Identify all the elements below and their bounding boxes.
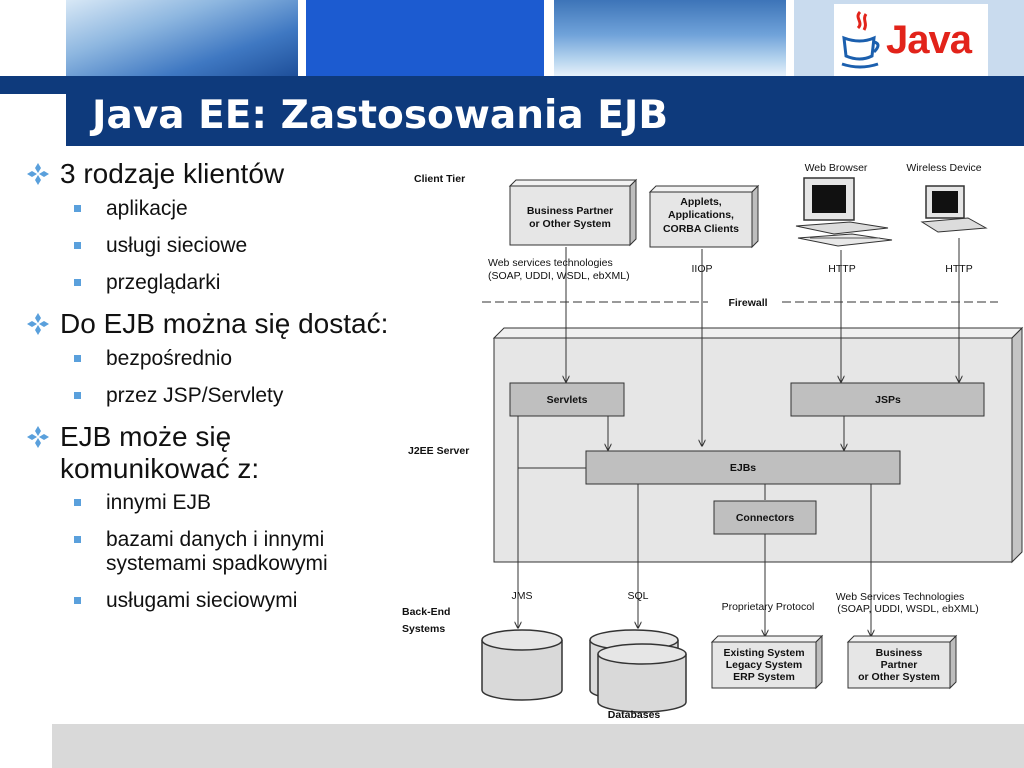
sub-bullet: bezpośrednio bbox=[74, 347, 396, 371]
backend-tier-label-2: Systems bbox=[402, 623, 445, 635]
http-label-browser: HTTP bbox=[828, 263, 855, 275]
existing-label-3: ERP System bbox=[733, 671, 795, 683]
sub-bullet-text: bezpośrednio bbox=[106, 347, 233, 370]
web-browser-label: Web Browser bbox=[805, 162, 868, 174]
diamond-bullet-icon bbox=[26, 421, 60, 454]
ws-backend-label-2: (SOAP, UDDI, WSDL, ebXML) bbox=[837, 603, 979, 615]
square-bullet-icon bbox=[74, 279, 81, 286]
diamond-bullet-icon bbox=[26, 308, 60, 341]
existing-system-box: Existing System Legacy System ERP System bbox=[710, 634, 824, 690]
sub-list: innymi EJB bazami danych i innymi system… bbox=[74, 491, 396, 613]
sub-bullet-text: bazami danych i innymi systemami spadkow… bbox=[106, 528, 328, 575]
ws-label-1: Web services technologies bbox=[488, 257, 613, 269]
ws-label-2: (SOAP, UDDI, WSDL, ebXML) bbox=[488, 270, 630, 282]
sub-bullet-text: usługami sieciowymi bbox=[106, 589, 298, 612]
square-bullet-icon bbox=[74, 499, 81, 506]
computer-monitor-icon bbox=[795, 177, 893, 247]
bullet-level1: 3 rodzaje klientów bbox=[26, 158, 396, 191]
bp-label-1: Business bbox=[876, 647, 923, 659]
java-logo: Java bbox=[834, 4, 988, 76]
sub-list: bezpośrednio przez JSP/Servlety bbox=[74, 347, 396, 408]
firewall-line: Firewall bbox=[482, 297, 998, 309]
databases-label: Databases bbox=[608, 709, 661, 721]
ejbs-label: EJBs bbox=[730, 462, 756, 474]
bullet-text: EJB może się komunikować z: bbox=[60, 421, 260, 484]
partner-label-2: or Other System bbox=[529, 218, 611, 230]
business-partner-backend-box: Business Partner or Other System bbox=[846, 634, 958, 690]
jsps-box: JSPs bbox=[790, 382, 985, 417]
sub-bullet: aplikacje bbox=[74, 197, 396, 221]
square-bullet-icon bbox=[74, 597, 81, 604]
bullet-level1: EJB może się komunikować z: bbox=[26, 421, 396, 485]
jsps-label: JSPs bbox=[875, 394, 901, 406]
slide-title: Java EE: Zastosowania EJB bbox=[92, 93, 669, 138]
bullet-level1: Do EJB można się dostać: bbox=[26, 308, 396, 341]
sub-bullet: usługami sieciowymi bbox=[74, 589, 396, 613]
square-bullet-icon bbox=[74, 205, 81, 212]
proprietary-protocol-label: Proprietary Protocol bbox=[722, 601, 815, 613]
header-image-3 bbox=[554, 0, 786, 76]
footer-band bbox=[52, 724, 1024, 768]
client-tier-label: Client Tier bbox=[414, 173, 465, 185]
applets-label-2: Applications, bbox=[668, 209, 734, 221]
title-bar: Java EE: Zastosowania EJB bbox=[66, 76, 1024, 146]
sub-bullet: usługi sieciowe bbox=[74, 234, 396, 258]
architecture-diagram: Client Tier J2EE Server Back-End Systems… bbox=[402, 162, 1024, 721]
sub-bullet-text: usługi sieciowe bbox=[106, 234, 248, 257]
backend-tier-label-1: Back-End bbox=[402, 606, 450, 618]
sub-list: aplikacje usługi sieciowe przeglądarki bbox=[74, 197, 396, 295]
square-bullet-icon bbox=[74, 392, 81, 399]
sql-label: SQL bbox=[627, 590, 648, 602]
firewall-label: Firewall bbox=[728, 297, 767, 309]
servlets-box: Servlets bbox=[509, 382, 625, 417]
title-bar-tab bbox=[0, 76, 66, 94]
header-margin bbox=[0, 0, 66, 76]
applets-label-1: Applets, bbox=[680, 196, 722, 208]
database-icon bbox=[481, 629, 563, 701]
sub-bullet: innymi EJB bbox=[74, 491, 396, 515]
diamond-bullet-icon bbox=[26, 158, 60, 191]
sub-bullet-text: aplikacje bbox=[106, 197, 188, 220]
sub-bullet: przez JSP/Servlety bbox=[74, 384, 396, 408]
bullet-text: Do EJB można się dostać: bbox=[60, 308, 389, 339]
wireless-device-label: Wireless Device bbox=[906, 162, 981, 174]
sub-bullet: bazami danych i innymi systemami spadkow… bbox=[74, 528, 396, 576]
existing-label-1: Existing System bbox=[723, 647, 804, 659]
header-image-2 bbox=[306, 0, 544, 76]
header-image-1 bbox=[66, 0, 298, 76]
connectors-label: Connectors bbox=[736, 512, 795, 524]
servlets-label: Servlets bbox=[547, 394, 588, 406]
ws-backend-label-1: Web Services Technologies bbox=[836, 591, 965, 603]
applets-client: Applets, Applications, CORBA Clients bbox=[648, 184, 760, 249]
square-bullet-icon bbox=[74, 355, 81, 362]
sub-bullet-text: przeglądarki bbox=[106, 271, 221, 294]
bullet-list: 3 rodzaje klientów aplikacje usługi siec… bbox=[26, 158, 396, 626]
laptop-icon bbox=[920, 185, 988, 233]
sub-bullet-text: innymi EJB bbox=[106, 491, 212, 514]
bullet-text: 3 rodzaje klientów bbox=[60, 158, 285, 189]
sub-bullet-text: przez JSP/Servlety bbox=[106, 384, 284, 407]
square-bullet-icon bbox=[74, 242, 81, 249]
sub-bullet: przeglądarki bbox=[74, 271, 396, 295]
server-tier-label: J2EE Server bbox=[408, 445, 469, 457]
jms-label: JMS bbox=[512, 590, 533, 602]
bp-label-3: or Other System bbox=[858, 671, 940, 683]
connectors-box: Connectors bbox=[713, 500, 817, 535]
partner-label-1: Business Partner bbox=[527, 205, 613, 217]
java-logo-text: Java bbox=[886, 17, 972, 62]
square-bullet-icon bbox=[74, 536, 81, 543]
business-partner-client: Business Partner or Other System bbox=[508, 178, 638, 247]
applets-label-3: CORBA Clients bbox=[663, 223, 739, 235]
bp-label-2: Partner bbox=[881, 659, 918, 671]
coffee-cup-icon bbox=[841, 10, 880, 69]
existing-label-2: Legacy System bbox=[726, 659, 802, 671]
ejbs-box: EJBs bbox=[585, 450, 901, 485]
database-icon-stack bbox=[589, 629, 687, 713]
